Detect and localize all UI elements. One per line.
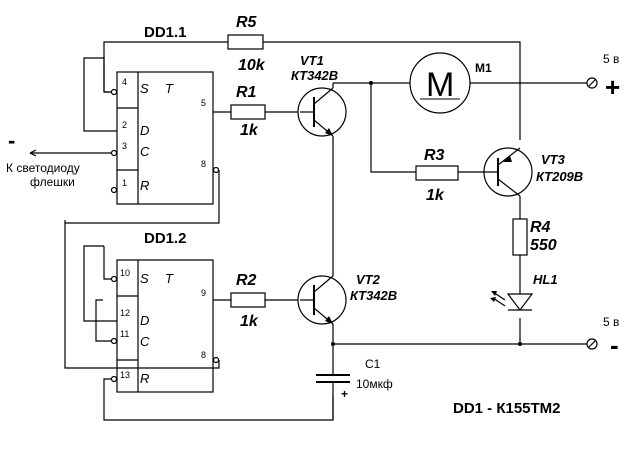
svg-text:R3: R3 xyxy=(424,147,445,164)
svg-text:-: - xyxy=(610,330,619,360)
svg-text:КТ209В: КТ209В xyxy=(536,169,583,184)
chip-dd1-1: DD1.1 S T D C R 4 5 2 3 8 1 xyxy=(110,24,220,205)
dd1-1-pin4: 4 xyxy=(122,77,127,87)
dd1-2-pin12: 12 xyxy=(120,308,130,318)
dd1-1-pin2: 2 xyxy=(122,120,127,130)
dd1-1-pin3: 3 xyxy=(122,141,127,151)
svg-text:VT1: VT1 xyxy=(300,53,324,68)
transistor-vt1: VT1 КТ342В xyxy=(291,53,347,137)
svg-text:M1: M1 xyxy=(475,61,492,75)
svg-text:1k: 1k xyxy=(240,313,259,330)
dd1-2-body xyxy=(116,259,214,393)
terminal-minus: 5 в - xyxy=(586,315,619,360)
svg-text:10мкф: 10мкф xyxy=(356,377,393,391)
svg-text:R2: R2 xyxy=(236,272,257,289)
resistor-r2: R2 1k xyxy=(230,272,266,330)
dd1-2-label: DD1.2 xyxy=(144,230,187,247)
dd1-2-pin11: 11 xyxy=(120,329,129,339)
svg-text:1k: 1k xyxy=(240,122,259,139)
svg-text:+: + xyxy=(341,387,348,401)
resistor-r3: R3 1k xyxy=(415,147,459,204)
dd1-1-t: T xyxy=(165,81,174,96)
led-hl1: HL1 xyxy=(490,272,558,311)
svg-text:5 в: 5 в xyxy=(603,315,619,329)
terminal-plus: 5 в + xyxy=(586,52,620,102)
dd1-2-pin9: 9 xyxy=(201,288,206,298)
svg-text:КТ342В: КТ342В xyxy=(350,288,397,303)
dd1-2-t: T xyxy=(165,271,174,286)
svg-text:-: - xyxy=(8,128,15,153)
dd1-2-pin10: 10 xyxy=(120,268,130,278)
power-wiring xyxy=(331,81,588,420)
dd1-1-pin8: 8 xyxy=(201,159,206,169)
dd1-1-c: C xyxy=(140,144,150,159)
svg-text:КТ342В: КТ342В xyxy=(291,68,338,83)
svg-text:1k: 1k xyxy=(426,187,445,204)
transistor-vt2: VT2 КТ342В xyxy=(297,272,397,325)
dd1-1-s: S xyxy=(140,81,149,96)
logic-wiring xyxy=(29,41,521,421)
svg-text:10k: 10k xyxy=(238,57,266,74)
resistor-r4: R4 550 xyxy=(512,218,557,256)
svg-text:+: + xyxy=(605,72,620,102)
dd1-2-c: C xyxy=(140,334,150,349)
input-note: - К светодиоду флешки xyxy=(6,128,80,189)
dd1-2-s: S xyxy=(140,271,149,286)
resistor-r5: R5 10k xyxy=(227,14,266,74)
dd1-1-r: R xyxy=(140,178,149,193)
dd1-2-pin13: 13 xyxy=(120,370,130,380)
svg-text:VT2: VT2 xyxy=(356,272,381,287)
svg-text:R4: R4 xyxy=(530,219,551,236)
chip-dd1-2: DD1.2 S T D C R 10 9 12 11 8 13 xyxy=(110,230,220,393)
dd1-2-pin8: 8 xyxy=(201,350,206,360)
svg-text:VT3: VT3 xyxy=(541,152,566,167)
dd1-1-pin5: 5 xyxy=(201,98,206,108)
svg-text:550: 550 xyxy=(530,237,557,254)
svg-text:M: M xyxy=(426,66,454,104)
transistor-vt3: VT3 КТ209В xyxy=(458,147,583,197)
dd1-1-label: DD1.1 xyxy=(144,24,187,41)
dd1-1-d: D xyxy=(140,123,149,138)
capacitor-c1: C1 10мкф + xyxy=(316,357,393,401)
svg-text:5 в: 5 в xyxy=(603,52,619,66)
resistor-r1: R1 1k xyxy=(230,84,266,139)
dd1-1-pin1: 1 xyxy=(122,178,127,188)
dd1-2-r: R xyxy=(140,371,149,386)
svg-text:C1: C1 xyxy=(365,357,381,371)
dd1-2-d: D xyxy=(140,313,149,328)
dd1-1-body xyxy=(116,71,214,205)
svg-text:R1: R1 xyxy=(236,84,257,101)
svg-text:К светодиоду: К светодиоду xyxy=(6,161,80,175)
svg-text:HL1: HL1 xyxy=(533,272,558,287)
svg-text:флешки: флешки xyxy=(30,175,75,189)
svg-text:R5: R5 xyxy=(236,14,258,31)
caption: DD1 - К155ТМ2 xyxy=(453,400,561,417)
